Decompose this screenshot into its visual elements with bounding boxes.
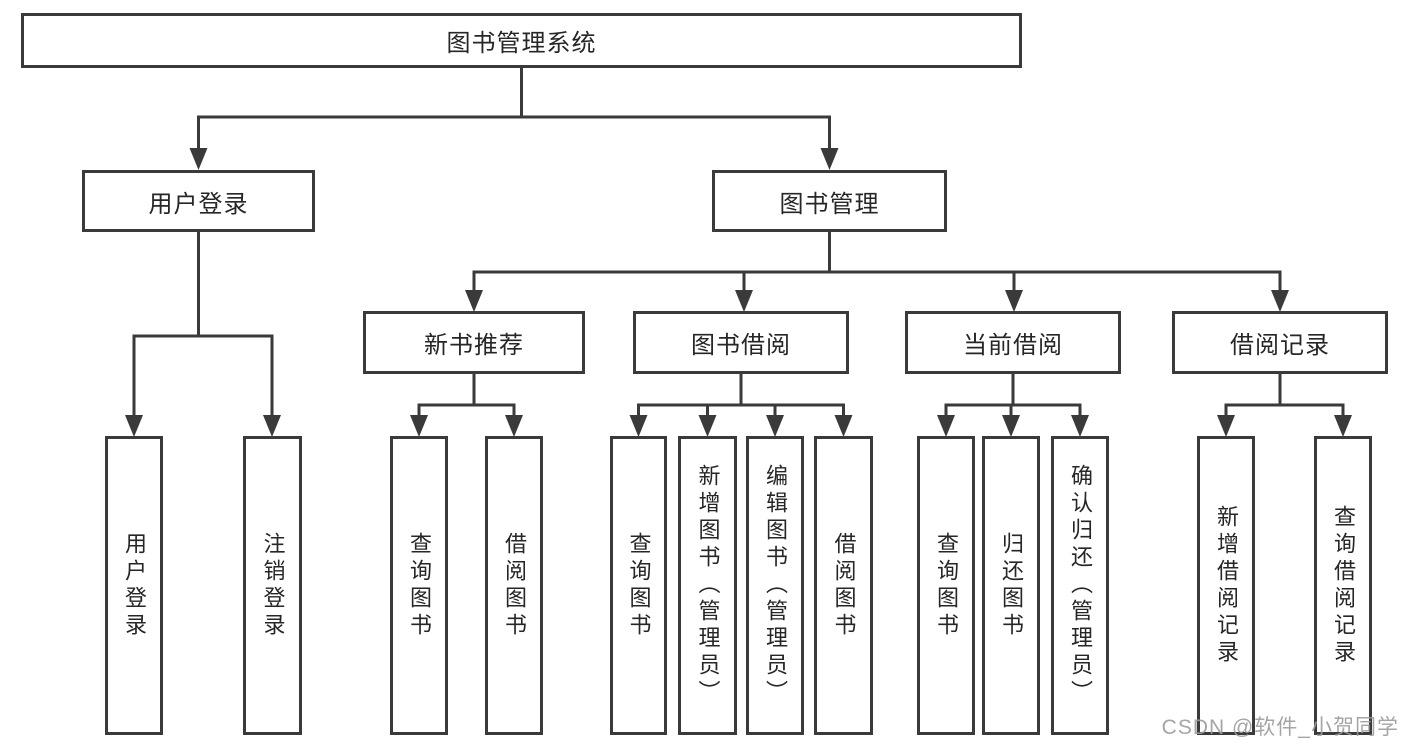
- leaf-current-confirm-return-admin: 确认归还（管理员）: [1051, 436, 1109, 735]
- arrowhead: [1002, 415, 1020, 437]
- arrowhead: [189, 148, 208, 170]
- arrowhead: [125, 415, 143, 437]
- leaf-record-add-borrow-record: 新增借阅记录: [1197, 436, 1255, 735]
- node-book-management: 图书管理: [712, 170, 947, 232]
- leaf-borrow-add-book-admin: 新增图书（管理员）: [678, 436, 737, 735]
- node-user-login: 用户登录: [82, 170, 315, 232]
- arrowhead: [1217, 415, 1235, 437]
- arrowhead: [465, 290, 483, 312]
- node-borrow-record: 借阅记录: [1172, 311, 1388, 374]
- arrowhead: [1005, 290, 1023, 312]
- leaf-record-query-borrow-record: 查询借阅记录: [1314, 436, 1372, 735]
- leaf-user-login: 用户登录: [105, 436, 163, 735]
- leaf-borrow-query-book: 查询图书: [610, 436, 667, 735]
- arrowhead: [410, 415, 428, 437]
- arrowhead: [263, 415, 281, 437]
- node-new-book-recommend: 新书推荐: [363, 311, 585, 374]
- node-system-root: 图书管理系统: [21, 13, 1022, 68]
- arrowhead: [820, 148, 839, 170]
- arrowhead: [937, 415, 955, 437]
- arrowhead: [1334, 415, 1352, 437]
- arrowhead: [834, 415, 853, 437]
- leaf-recommend-borrow-book: 借阅图书: [485, 436, 543, 735]
- arrowhead: [629, 415, 648, 437]
- leaf-logout: 注销登录: [243, 436, 302, 735]
- arrowhead: [766, 415, 784, 437]
- arrowhead: [505, 415, 523, 437]
- arrowhead: [698, 415, 717, 437]
- leaf-current-return-book: 归还图书: [982, 436, 1040, 735]
- leaf-borrow-edit-book-admin: 编辑图书（管理员）: [746, 436, 804, 735]
- leaf-current-query-book: 查询图书: [917, 436, 975, 735]
- node-current-borrow: 当前借阅: [905, 311, 1121, 374]
- arrowhead: [735, 290, 753, 312]
- node-book-borrow: 图书借阅: [633, 311, 849, 374]
- leaf-recommend-query-book: 查询图书: [390, 436, 448, 735]
- arrowhead: [1071, 415, 1089, 437]
- leaf-borrow-borrow-book: 借阅图书: [814, 436, 873, 735]
- arrowhead: [1271, 290, 1289, 312]
